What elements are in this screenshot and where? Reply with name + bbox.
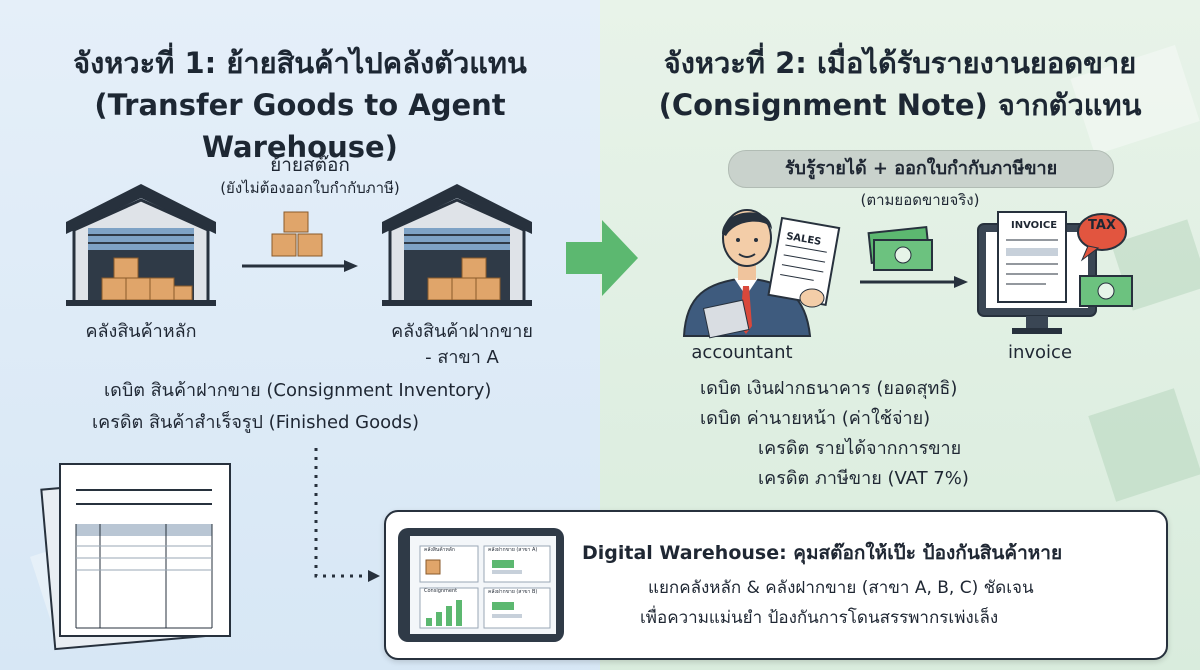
step2-credit-vat: เครดิต ภาษีขาย (VAT 7%) [758, 468, 969, 489]
consign-branch-label: - สาขา A [425, 347, 499, 368]
ledger-document-icon [40, 463, 231, 651]
tablet-card-consignment: Consignment [424, 588, 458, 594]
step1-title: จังหวะที่ 1: ย้ายสินค้าไปคลังตัวแทน (Tra… [0, 42, 600, 168]
tablet-icon [398, 528, 564, 642]
step1-title-th: จังหวะที่ 1: ย้ายสินค้าไปคลังตัวแทน [73, 46, 527, 80]
step1-debit-entry: เดบิต สินค้าฝากขาย (Consignment Inventor… [104, 380, 492, 401]
digital-warehouse-line1: แยกคลังหลัก & คลังฝากขาย (สาขา A, B, C) … [648, 578, 1034, 598]
transfer-arrow [242, 260, 358, 272]
revenue-pill-note: (ตามยอดขายจริง) [860, 191, 980, 209]
accountant-label: accountant [691, 342, 793, 363]
revenue-pill: รับรู้รายได้ + ออกใบกำกับภาษีขาย [728, 150, 1114, 188]
step-arrow-icon [566, 220, 638, 296]
step2-debit-bank: เดบิต เงินฝากธนาคาร (ยอดสุทธิ) [700, 378, 958, 399]
tablet-card-branch-b: คลังฝากขาย (สาขา B) [488, 589, 538, 595]
main-warehouse-label: คลังสินค้าหลัก [85, 321, 197, 342]
digital-warehouse-card: คลังสินค้าหลัก คลังฝากขาย (สาขา A) Consi… [384, 510, 1168, 660]
step2-credit-revenue: เครดิต รายได้จากการขาย [758, 438, 962, 459]
money-icon [867, 225, 933, 271]
tablet-card-branch-a: คลังฝากขาย (สาขา A) [488, 547, 538, 553]
consign-warehouse-label: คลังสินค้าฝากขาย [391, 321, 533, 342]
invoice-arrow [860, 276, 968, 288]
boxes-icon [271, 211, 323, 257]
invoice-monitor-icon [977, 211, 1133, 334]
tax-badge: TAX [1088, 218, 1116, 233]
step2-debit-commission: เดบิต ค่านายหน้า (ค่าใช้จ่าย) [700, 408, 931, 429]
tablet-card-main: คลังสินค้าหลัก [424, 547, 455, 553]
main-warehouse-icon [66, 184, 216, 306]
digital-warehouse-line2: เพื่อความแม่นยำ ป้องกันการโดนสรรพากรเพ่ง… [640, 608, 999, 628]
dotted-connector [314, 448, 380, 582]
transfer-label: ย้ายสต๊อก [270, 154, 350, 176]
step2-title-th: จังหวะที่ 2: เมื่อได้รับรายงานยอดขาย [663, 46, 1137, 80]
digital-warehouse-title: Digital Warehouse: คุมสต๊อกให้เป๊ะ ป้องก… [582, 542, 1063, 564]
step2-title: จังหวะที่ 2: เมื่อได้รับรายงานยอดขาย (Co… [600, 42, 1200, 126]
invoice-doc-label: INVOICE [1011, 220, 1058, 231]
step1-title-en: (Transfer Goods to Agent Warehouse) [94, 88, 506, 164]
consign-warehouse-icon [382, 184, 532, 306]
invoice-label: invoice [1007, 342, 1073, 363]
transfer-note: (ยังไม่ต้องออกใบกำกับภาษี) [220, 179, 400, 197]
step2-title-en: (Consignment Note) จากตัวแทน [658, 88, 1142, 122]
accountant-icon [682, 209, 841, 339]
step1-credit-entry: เครดิต สินค้าสำเร็จรูป (Finished Goods) [92, 412, 419, 433]
